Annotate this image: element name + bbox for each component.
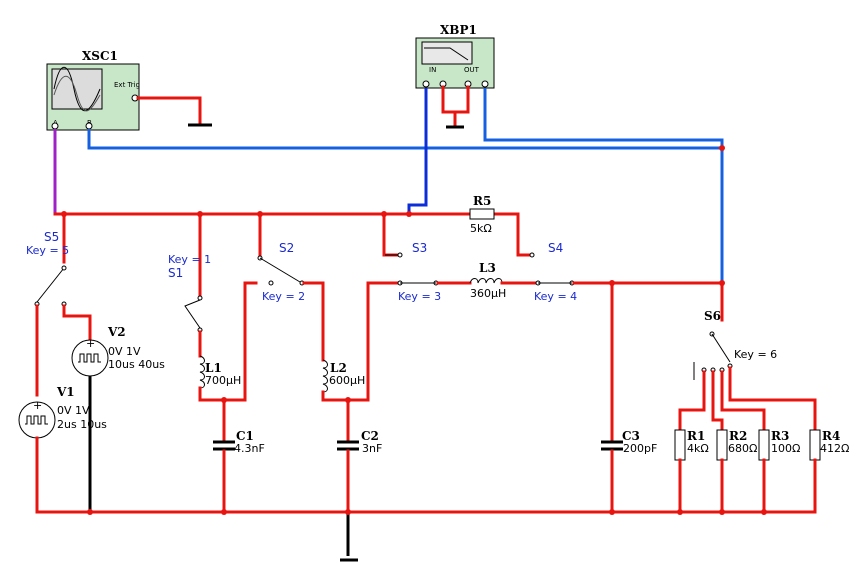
s6-ref: S6 [704,309,721,323]
s3-ref: S3 [412,241,427,255]
r2-value: 680Ω [728,442,757,455]
bode-ground-wire [441,85,470,114]
capacitor-c3[interactable] [601,440,623,451]
c3-value: 200pF [623,442,657,455]
bode-in-wire [407,88,428,214]
r5-ref: R5 [473,194,491,208]
l3-value: 360µH [470,287,506,300]
v1-ref: V1 [56,385,75,399]
r1-ref: R1 [687,429,705,443]
l1-value: 700µH [205,374,241,387]
capacitor-c1[interactable] [213,440,235,451]
ext-trig-label: Ext Trig [114,81,140,89]
c2-value: 3nF [362,442,382,455]
v1-line1: 0V 1V [57,404,90,417]
s2-ref: S2 [279,241,294,255]
l2-value: 600µH [329,374,365,387]
v2-line1: 0V 1V [108,345,141,358]
svg-text:+: + [33,399,42,412]
c3-ref: C3 [622,429,640,443]
resistor-r3[interactable] [758,429,770,461]
v1-line2: 2us 10us [57,418,107,431]
voltage-source-v1[interactable]: + [18,399,56,439]
resistor-r5[interactable] [469,208,495,220]
resistor-r4[interactable] [809,429,821,461]
r1-value: 4kΩ [687,442,709,455]
r4-ref: R4 [822,429,840,443]
s5-key[interactable]: Key = 5 [26,244,69,257]
r5-value: 5kΩ [470,222,492,235]
scope-ground-wire [136,96,202,126]
r4-value: 412Ω [820,442,849,455]
inductor-l3[interactable] [469,278,503,284]
inductor-l2[interactable] [322,359,328,393]
c2-ref: C2 [361,429,379,443]
oscilloscope-ref: XSC1 [82,49,118,63]
s1-ref: S1 [168,266,183,280]
l2-ref: L2 [330,361,347,375]
s2-key[interactable]: Key = 2 [262,290,305,303]
l3-ref: L3 [479,261,496,275]
s3-key[interactable]: Key = 3 [398,290,441,303]
s6-key[interactable]: Key = 6 [734,348,777,361]
resistor-r2[interactable] [716,429,728,461]
inductor-l1[interactable] [199,355,205,389]
oscilloscope-xsc1[interactable]: Ext Trig A B [46,63,140,131]
s1-key[interactable]: Key = 1 [168,253,211,266]
channel-b-wire [87,129,724,282]
r3-ref: R3 [771,429,789,443]
r2-ref: R2 [729,429,747,443]
r3-value: 100Ω [771,442,800,455]
s4-key[interactable]: Key = 4 [534,290,577,303]
bode-in-label: IN [429,66,436,74]
bode-out-wire [483,88,724,148]
s5-ref: S5 [44,230,59,244]
bode-plotter-xbp1[interactable]: IN OUT [415,37,495,89]
s4-ref: S4 [548,241,563,255]
c1-ref: C1 [236,429,254,443]
c1-value: 4.3nF [234,442,265,455]
bode-out-label: OUT [464,66,480,74]
junction-dots [61,145,767,515]
bode-ref: XBP1 [440,23,477,37]
v2-line2: 10us 40us [108,358,165,371]
voltage-source-v2[interactable]: + [71,337,109,377]
capacitor-c2[interactable] [337,440,359,451]
v2-ref: V2 [107,325,126,339]
l1-ref: L1 [205,361,222,375]
resistor-r1[interactable] [674,429,686,461]
svg-text:+: + [86,337,95,350]
